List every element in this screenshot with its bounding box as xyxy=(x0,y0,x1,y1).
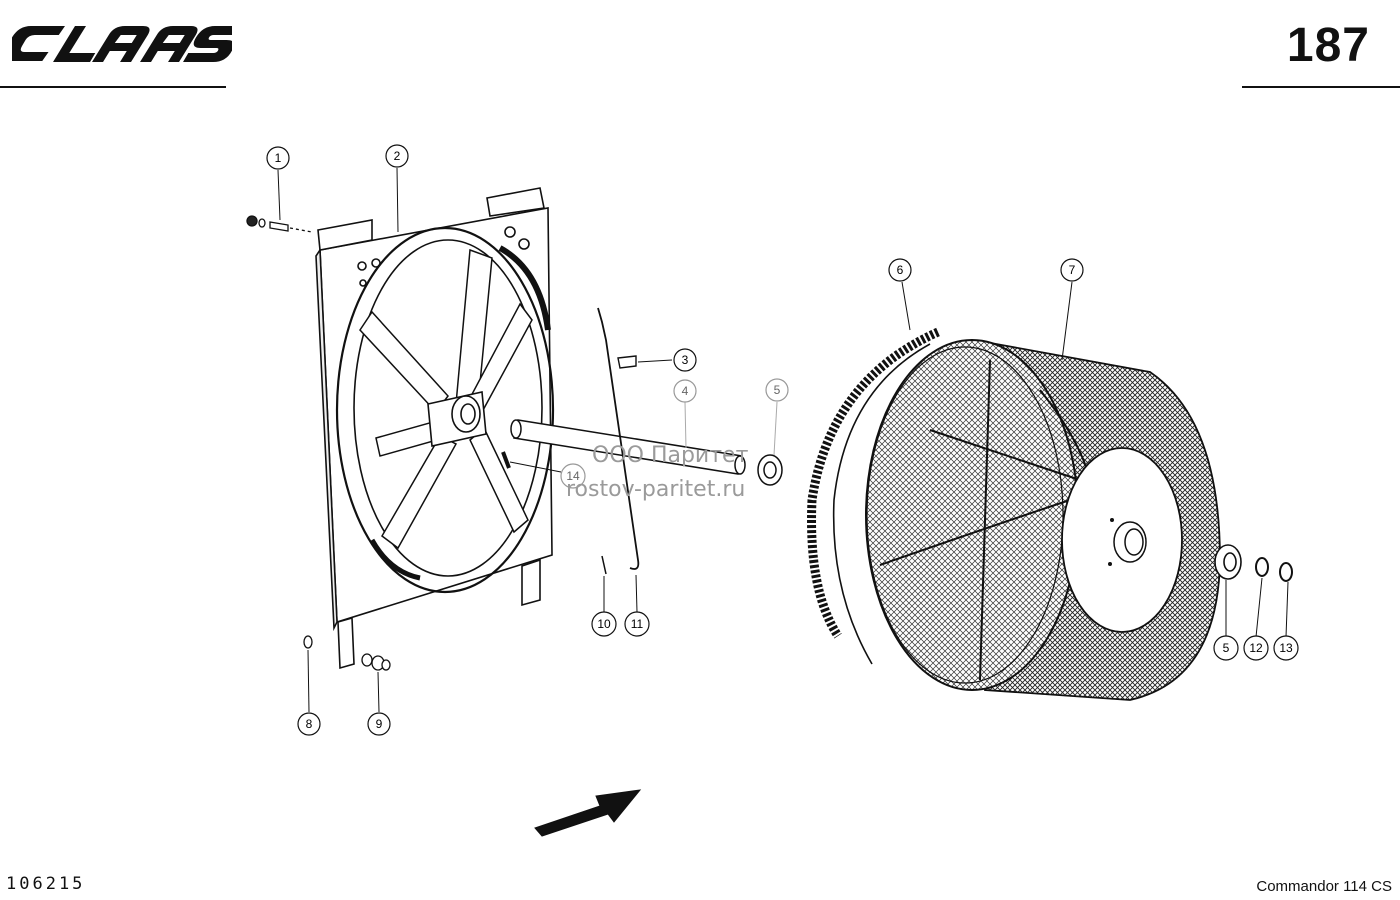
header-rule-left xyxy=(0,86,226,88)
callout-5-left: 5 xyxy=(765,378,789,402)
callout-3: 3 xyxy=(673,348,697,372)
washer-part-12 xyxy=(1255,557,1269,577)
callout-12: 12 xyxy=(1243,635,1269,661)
key-part-14 xyxy=(501,451,511,469)
svg-text:7: 7 xyxy=(1069,263,1076,277)
callout-1: 1 xyxy=(266,146,290,170)
nut-part-9 xyxy=(361,653,391,671)
svg-text:4: 4 xyxy=(682,384,689,398)
svg-text:5: 5 xyxy=(1223,641,1230,655)
svg-text:3: 3 xyxy=(682,353,689,367)
callout-13: 13 xyxy=(1273,635,1299,661)
bolt-part-1 xyxy=(246,215,313,233)
model-name: Commandor 114 CS xyxy=(1256,878,1392,895)
callout-14: 14 xyxy=(560,463,586,489)
clip-part-3 xyxy=(617,355,637,369)
svg-text:1: 1 xyxy=(275,151,282,165)
svg-text:8: 8 xyxy=(306,717,313,731)
callout-7: 7 xyxy=(1060,258,1084,282)
svg-text:6: 6 xyxy=(897,263,904,277)
brand-logo xyxy=(2,22,246,71)
leader-lines xyxy=(277,167,1289,713)
fan-spokes xyxy=(359,248,533,550)
callout-6: 6 xyxy=(888,258,912,282)
callout-5-right: 5 xyxy=(1213,635,1239,661)
svg-text:5: 5 xyxy=(774,383,781,397)
svg-text:12: 12 xyxy=(1249,641,1263,655)
fan-hub xyxy=(427,391,487,447)
callout-2: 2 xyxy=(385,144,409,168)
callout-10: 10 xyxy=(591,611,617,637)
callout-8: 8 xyxy=(297,712,321,736)
svg-text:9: 9 xyxy=(376,717,383,731)
airflow-arrow-icon xyxy=(534,789,642,837)
rod xyxy=(597,307,640,570)
drawing-number: 106215 xyxy=(6,874,86,894)
header-rule-right xyxy=(1242,86,1400,88)
bearing-right xyxy=(1214,544,1242,580)
page-number: 187 xyxy=(1286,19,1370,72)
cotter-pin xyxy=(601,555,607,575)
brush-seal-ring xyxy=(807,327,940,665)
svg-text:13: 13 xyxy=(1279,641,1293,655)
retaining-ring-part-13 xyxy=(1279,562,1293,582)
callout-11: 11 xyxy=(624,611,650,637)
svg-text:14: 14 xyxy=(566,469,580,483)
svg-text:2: 2 xyxy=(394,149,401,163)
svg-text:11: 11 xyxy=(631,617,644,631)
bearing-left xyxy=(757,454,783,486)
callout-4: 4 xyxy=(673,379,697,403)
watermark-url: rostov-paritet.ru xyxy=(566,477,745,502)
shaft xyxy=(510,419,746,475)
claas-logo-icon xyxy=(2,26,246,62)
fan-shroud-ring xyxy=(335,226,555,594)
svg-text:10: 10 xyxy=(597,617,611,631)
nut-part-8 xyxy=(303,635,313,649)
callout-9: 9 xyxy=(367,712,391,736)
rotary-screen-drum xyxy=(865,339,1221,701)
watermark-company: ООО Паритет xyxy=(592,443,749,468)
